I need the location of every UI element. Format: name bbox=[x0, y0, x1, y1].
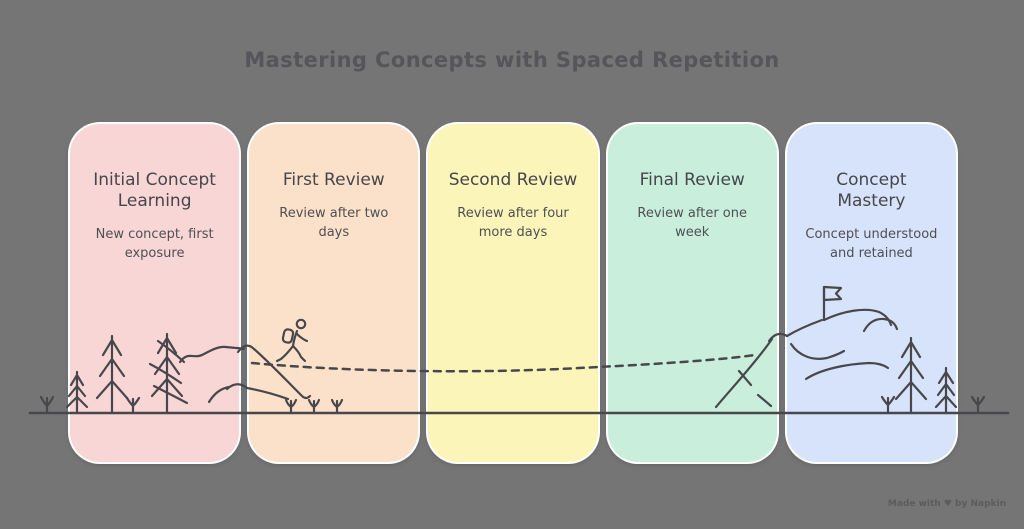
stage-card-final-review: Final Review Review after one week bbox=[607, 124, 777, 462]
stage-title: Initial Concept Learning bbox=[93, 170, 216, 211]
stage-cards-row: Initial Concept Learning New concept, fi… bbox=[70, 124, 957, 462]
stage-card-first-review: First Review Review after two days bbox=[249, 124, 419, 462]
stage-card-initial-concept-learning: Initial Concept Learning New concept, fi… bbox=[70, 124, 240, 462]
napkin-attribution: Made with ♥ by Napkin bbox=[887, 499, 1006, 509]
sprout-icon bbox=[970, 395, 986, 415]
stage-title: Second Review bbox=[448, 170, 578, 190]
stage-description: New concept, first exposure bbox=[95, 227, 214, 261]
stage-title: Concept Mastery bbox=[836, 170, 907, 211]
stage-card-concept-mastery: Concept Mastery Concept understood and r… bbox=[786, 124, 957, 462]
stage-card-second-review: Second Review Review after four more day… bbox=[428, 124, 598, 462]
stage-title: Final Review bbox=[639, 170, 745, 190]
sprout-icon bbox=[39, 395, 55, 415]
stage-description: Review after four more days bbox=[457, 206, 569, 240]
stage-description: Concept understood and retained bbox=[805, 227, 938, 261]
stage-description: Review after two days bbox=[279, 206, 389, 240]
stage-title: First Review bbox=[282, 170, 385, 190]
stage-description: Review after one week bbox=[637, 206, 747, 240]
page-title: Mastering Concepts with Spaced Repetitio… bbox=[244, 48, 780, 72]
